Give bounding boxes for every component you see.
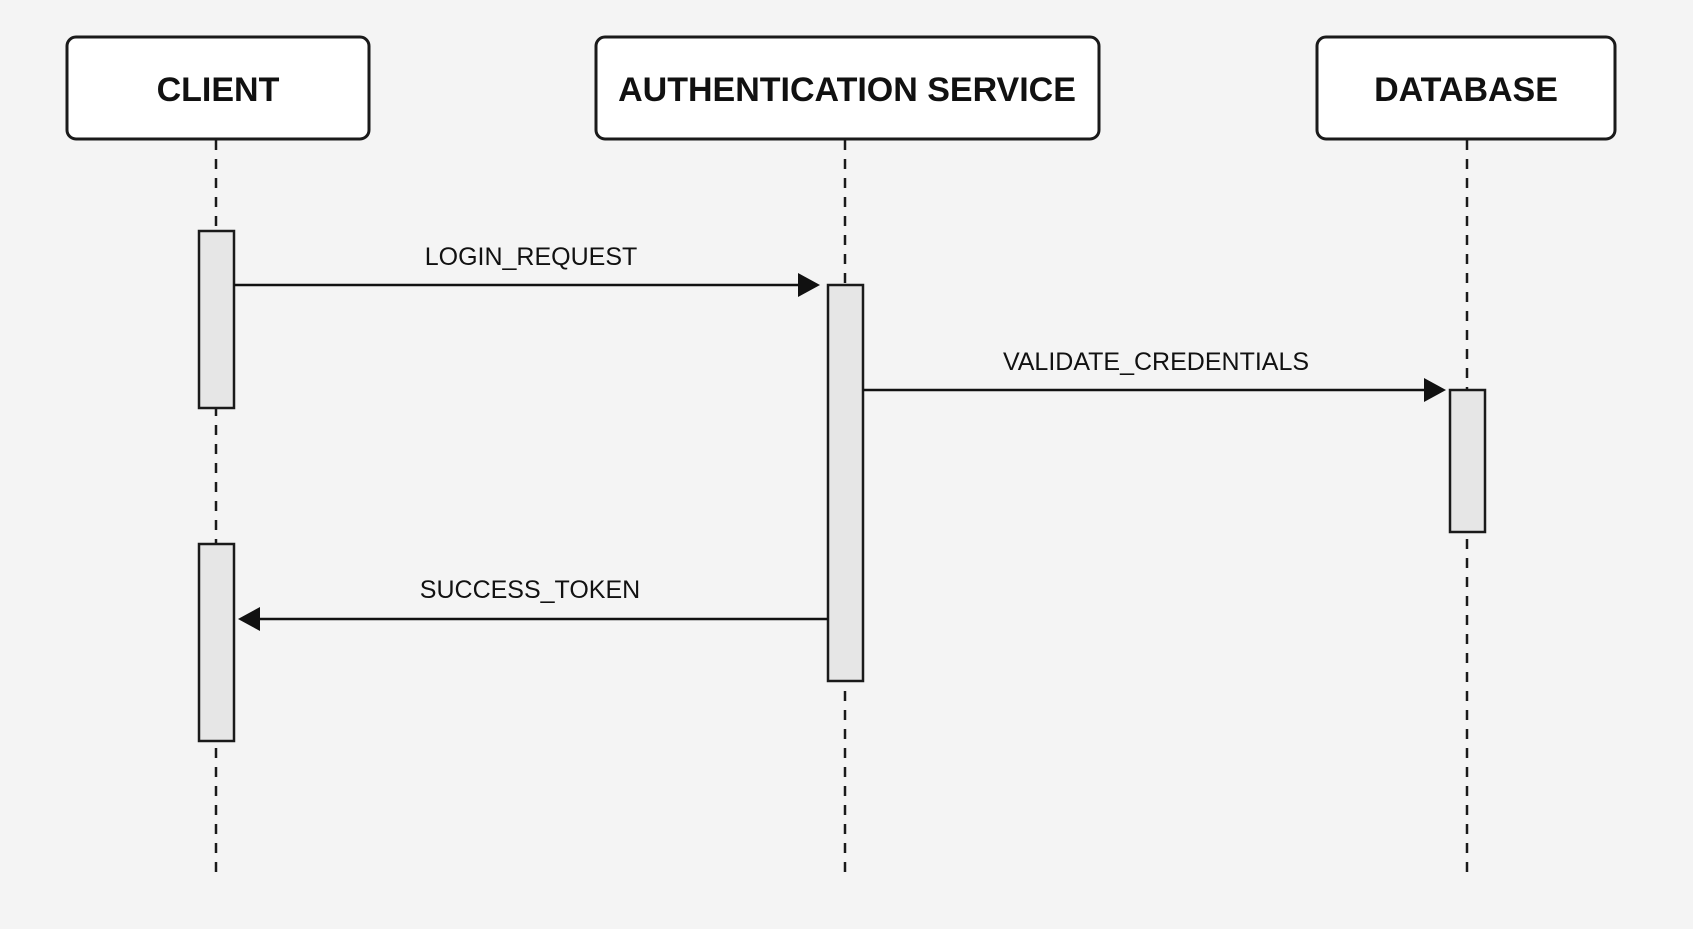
database-activation xyxy=(1448,388,1487,534)
client-activation-2 xyxy=(197,542,236,743)
success-token-label: SUCCESS_TOKEN xyxy=(420,576,640,604)
validate-credentials-arrowhead xyxy=(1424,378,1446,402)
message-login-request: LOGIN_REQUEST xyxy=(234,243,820,297)
database-box xyxy=(1315,35,1617,141)
validate-credentials-label: VALIDATE_CREDENTIALS xyxy=(1003,348,1309,376)
auth-activation xyxy=(826,283,865,683)
auth-box xyxy=(594,35,1101,141)
message-validate-credentials: VALIDATE_CREDENTIALS xyxy=(863,348,1446,402)
login-request-arrowhead xyxy=(798,273,820,297)
participant-database: DATABASE xyxy=(1315,35,1617,141)
database-label: DATABASE xyxy=(1374,71,1558,109)
participant-client: CLIENT xyxy=(65,35,371,141)
participant-authentication-service: AUTHENTICATION SERVICE xyxy=(594,35,1101,141)
client-label: CLIENT xyxy=(157,71,280,109)
success-token-arrowhead xyxy=(238,607,260,631)
login-request-label: LOGIN_REQUEST xyxy=(425,243,638,271)
client-box xyxy=(65,35,371,141)
auth-label: AUTHENTICATION SERVICE xyxy=(618,71,1076,109)
message-success-token: SUCCESS_TOKEN xyxy=(238,576,828,631)
client-activation-1 xyxy=(197,229,236,410)
